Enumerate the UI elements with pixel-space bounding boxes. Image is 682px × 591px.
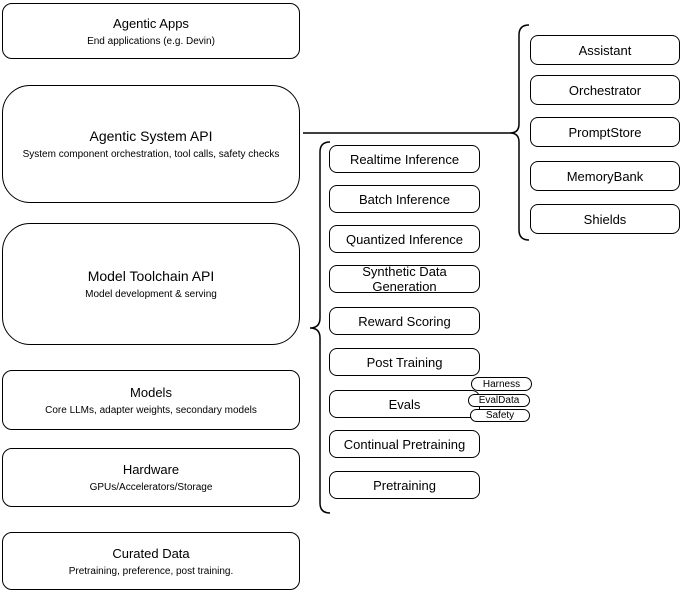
node-evals: Evals [329, 390, 480, 418]
node-continual-pretraining: Continual Pretraining [329, 430, 480, 458]
pill-evaldata: EvalData [468, 394, 530, 407]
pill-safety: Safety [470, 409, 530, 422]
node-subtitle: Core LLMs, adapter weights, secondary mo… [45, 404, 257, 416]
node-post-training: Post Training [329, 348, 480, 376]
node-model-toolchain-api: Model Toolchain API Model development & … [2, 223, 300, 345]
node-pretraining: Pretraining [329, 471, 480, 499]
node-agentic-apps: Agentic Apps End applications (e.g. Devi… [2, 3, 300, 59]
node-synthetic-data-generation: Synthetic Data Generation [329, 264, 480, 294]
node-realtime-inference: Realtime Inference [329, 145, 480, 173]
node-orchestrator: Orchestrator [530, 75, 680, 105]
node-reward-scoring: Reward Scoring [329, 307, 480, 335]
node-memorybank: MemoryBank [530, 161, 680, 191]
node-shields: Shields [530, 204, 680, 234]
node-curated-data: Curated Data Pretraining, preference, po… [2, 532, 300, 590]
node-agentic-system-api: Agentic System API System component orch… [2, 85, 300, 203]
node-promptstore: PromptStore [530, 117, 680, 147]
node-models: Models Core LLMs, adapter weights, secon… [2, 370, 300, 430]
brace-toolchain-items [309, 141, 331, 514]
node-subtitle: System component orchestration, tool cal… [22, 149, 280, 160]
brace-system-components [509, 24, 530, 241]
node-title: Model Toolchain API [87, 268, 215, 284]
node-batch-inference: Batch Inference [329, 185, 480, 213]
node-title: Curated Data [112, 545, 190, 561]
node-subtitle: End applications (e.g. Devin) [87, 35, 215, 47]
node-title: Agentic System API [89, 128, 213, 144]
pill-harness: Harness [471, 377, 532, 391]
node-title: Agentic Apps [113, 15, 189, 31]
node-quantized-inference: Quantized Inference [329, 225, 480, 253]
node-subtitle: Pretraining, preference, post training. [68, 565, 234, 577]
node-title: Hardware [122, 462, 180, 477]
node-subtitle: GPUs/Accelerators/Storage [89, 482, 213, 493]
node-title: Models [130, 384, 172, 400]
node-assistant: Assistant [530, 35, 680, 65]
node-hardware: Hardware GPUs/Accelerators/Storage [2, 448, 300, 507]
node-subtitle: Model development & serving [85, 289, 217, 300]
